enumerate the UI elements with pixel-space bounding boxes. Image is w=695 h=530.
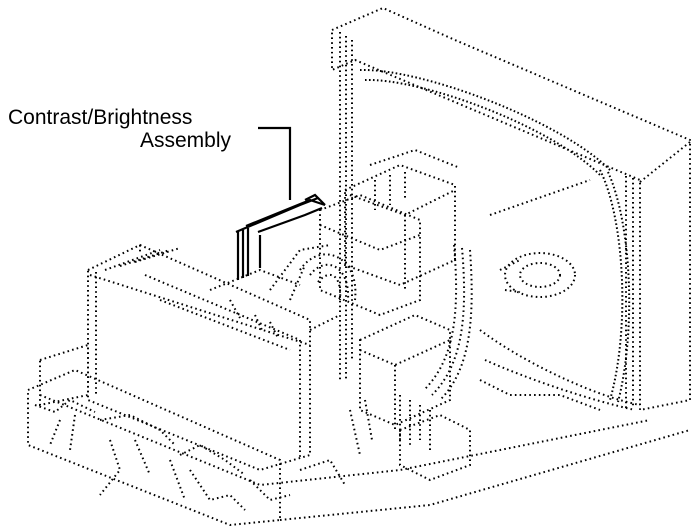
lower-right-boards [349,313,601,482]
callout-label-line1: Contrast/Brightness [8,106,193,129]
crt-neck [423,244,641,411]
focus-dial-area [269,244,357,301]
upper-board-assembly [319,148,461,317]
left-board [87,243,341,472]
callout-leader-line [258,126,292,200]
callout-label-line2: Assembly [140,129,232,152]
crt-bezel [331,6,691,412]
chassis-base [27,343,691,527]
contrast-brightness-assembly [235,193,326,280]
